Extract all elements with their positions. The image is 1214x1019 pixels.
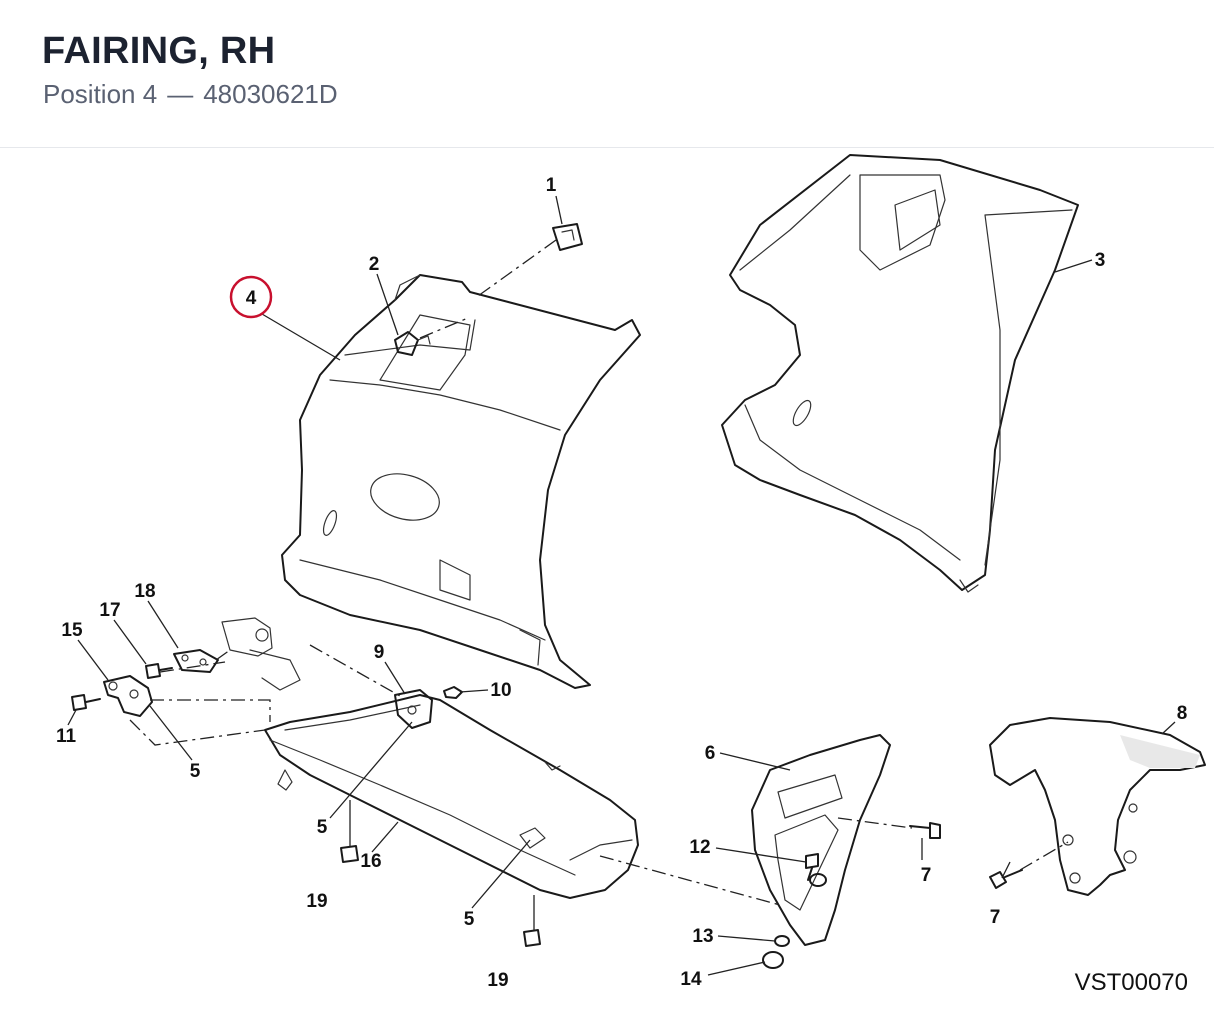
callout-16[interactable]: 16 bbox=[360, 851, 381, 872]
part-19-nut-a[interactable] bbox=[340, 845, 359, 863]
callout-19-bottom[interactable]: 19 bbox=[487, 970, 508, 991]
callout-9[interactable]: 9 bbox=[374, 642, 385, 663]
part-7-screw-a[interactable] bbox=[909, 822, 941, 839]
callout-5-mid[interactable]: 5 bbox=[317, 817, 328, 838]
page-subtitle: Position 4 — 48030621D bbox=[43, 79, 338, 110]
callout-15[interactable]: 15 bbox=[61, 620, 83, 641]
callout-7a[interactable]: 7 bbox=[921, 865, 932, 886]
callout-19-left[interactable]: 19 bbox=[306, 891, 327, 912]
part-11-bolt[interactable] bbox=[71, 694, 101, 711]
part-13-washer[interactable] bbox=[774, 935, 790, 947]
part-16-lower-fairing[interactable] bbox=[264, 694, 639, 899]
callout-7b[interactable]: 7 bbox=[990, 907, 1001, 928]
highlight-circle bbox=[229, 275, 273, 319]
part-10-screw[interactable] bbox=[443, 686, 463, 699]
callout-11[interactable]: 11 bbox=[56, 726, 77, 747]
leader-lines bbox=[67, 195, 1176, 976]
callout-13[interactable]: 13 bbox=[692, 926, 713, 947]
assembly-lines bbox=[129, 239, 1069, 906]
callout-12[interactable]: 12 bbox=[689, 837, 710, 858]
page-header: FAIRING, RH Position 4 — 48030621D bbox=[0, 0, 1214, 148]
part-12-screws[interactable] bbox=[805, 853, 827, 887]
callout-18[interactable]: 18 bbox=[134, 581, 155, 602]
part-15-bracket[interactable] bbox=[103, 675, 153, 717]
part-8-bracket-panel[interactable] bbox=[989, 717, 1206, 896]
part-3-upper-fairing[interactable] bbox=[721, 154, 1079, 593]
callout-17[interactable]: 17 bbox=[99, 600, 120, 621]
callout-6[interactable]: 6 bbox=[705, 743, 716, 764]
part-14-nut[interactable] bbox=[762, 951, 784, 969]
subtitle-separator: — bbox=[167, 79, 194, 109]
callout-3[interactable]: 3 bbox=[1095, 250, 1106, 271]
callout-1[interactable]: 1 bbox=[546, 175, 557, 196]
part-2-grommet[interactable] bbox=[394, 331, 431, 356]
page-title: FAIRING, RH bbox=[42, 30, 276, 72]
part-7-screw-b[interactable] bbox=[989, 869, 1023, 889]
part-17-bolt[interactable] bbox=[145, 663, 173, 679]
part-6-side-panel[interactable] bbox=[751, 734, 891, 946]
part-1-clip[interactable] bbox=[552, 223, 583, 251]
part-18-plate[interactable] bbox=[173, 649, 219, 673]
callout-14[interactable]: 14 bbox=[680, 969, 702, 990]
callout-10[interactable]: 10 bbox=[490, 680, 511, 701]
part-number: 48030621D bbox=[203, 79, 338, 109]
part-4-fairing-rh[interactable] bbox=[281, 274, 641, 689]
callout-2[interactable]: 2 bbox=[369, 254, 380, 275]
callout-8[interactable]: 8 bbox=[1177, 703, 1188, 724]
callout-5-left[interactable]: 5 bbox=[190, 761, 201, 782]
callout-5-bottom[interactable]: 5 bbox=[464, 909, 475, 930]
position-label: Position 4 bbox=[43, 79, 158, 109]
part-19-nut-b[interactable] bbox=[523, 929, 541, 947]
callout-4[interactable]: 4 bbox=[246, 288, 257, 309]
drawing-code: VST00070 bbox=[1074, 969, 1188, 996]
part-9-bracket[interactable] bbox=[394, 689, 433, 729]
reference-assembly-sketch bbox=[221, 617, 301, 691]
